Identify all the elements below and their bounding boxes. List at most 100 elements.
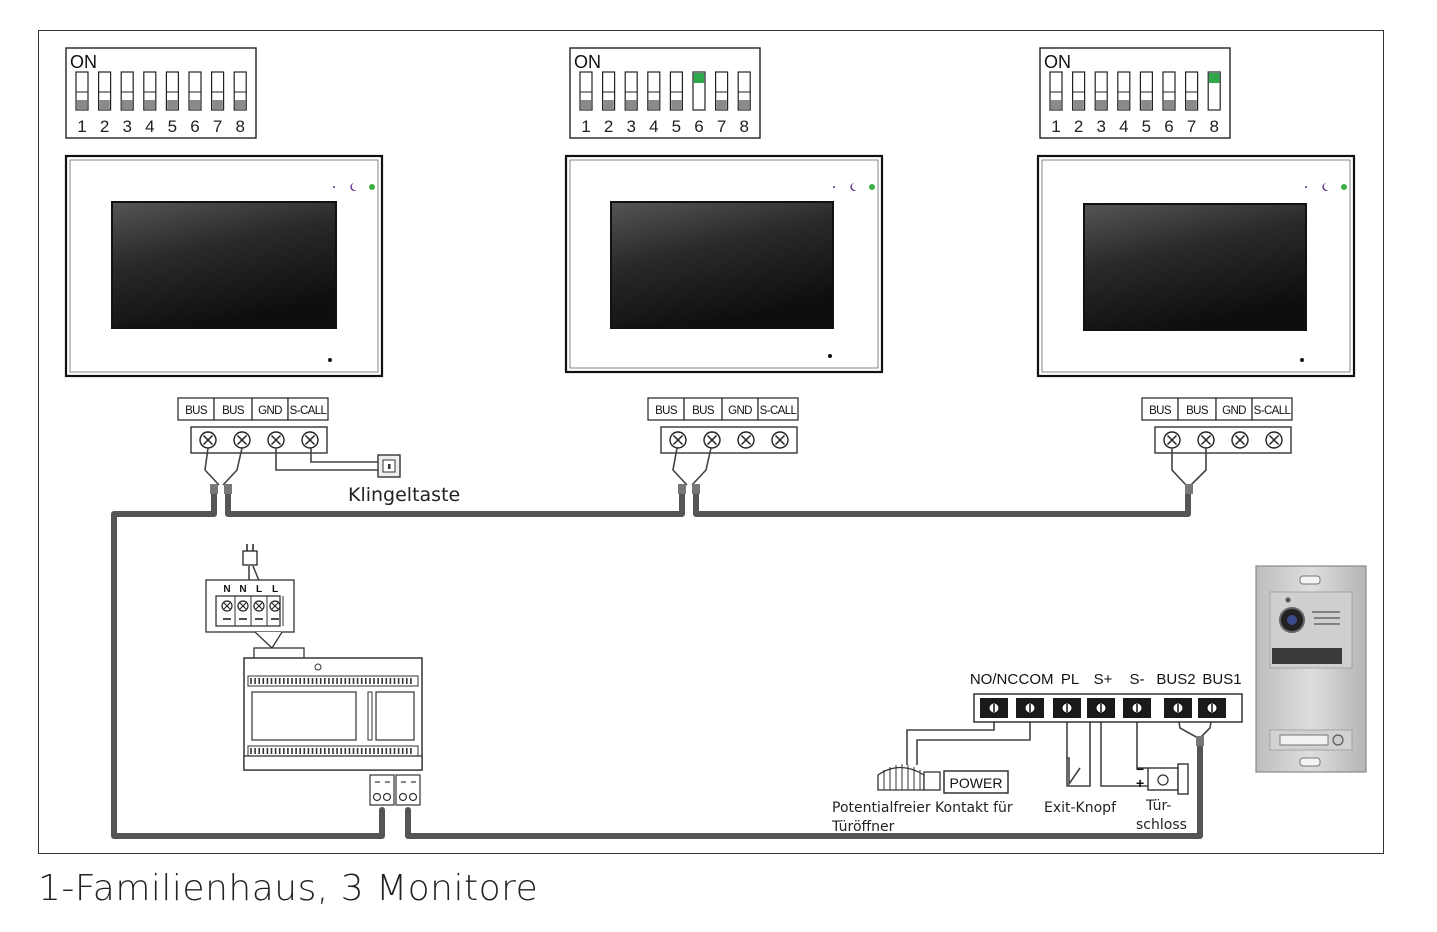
terminal-label: GND <box>258 405 282 417</box>
wire-ferrules <box>210 484 1204 746</box>
power-box: POWER <box>943 770 1009 794</box>
bus-wiring <box>111 490 1203 839</box>
terminal-label: GND <box>1222 405 1246 417</box>
monitor-3 <box>1036 154 1356 378</box>
moon-icon <box>850 183 857 191</box>
bell-button-icon <box>377 454 401 478</box>
dip-number: 3 <box>122 117 131 136</box>
dip-number: 2 <box>100 117 109 136</box>
dip-number: 6 <box>190 117 199 136</box>
dip-number: 8 <box>235 117 244 136</box>
dip-number: 5 <box>672 117 681 136</box>
dip-on-label: ON <box>70 52 97 72</box>
door-terminal-label: COM <box>1019 671 1054 688</box>
door-lock-label-line1: Tür- <box>1145 798 1171 814</box>
terminal-label: BUS <box>185 405 208 417</box>
mains-terminal-label: L <box>256 584 262 595</box>
terminal-label: S-CALL <box>760 405 798 417</box>
dip-switch-2: 2 <box>97 71 112 136</box>
lock-plus: + <box>1136 775 1144 791</box>
potential-free-contact-icon <box>877 764 941 791</box>
dip-number: 7 <box>717 117 726 136</box>
dip-number: 3 <box>1096 117 1105 136</box>
monitor-2-terminals: BUS BUS GND S-CALL <box>647 397 799 454</box>
door-terminal-label: BUS2 <box>1156 671 1195 688</box>
terminal-label: GND <box>728 405 752 417</box>
monitor-screen <box>111 201 337 329</box>
dip-number: 6 <box>1164 117 1173 136</box>
dip-number: 5 <box>168 117 177 136</box>
door-terminal-label: PL <box>1061 671 1079 688</box>
dip-number: 1 <box>1051 117 1060 136</box>
moon-icon <box>1322 183 1329 191</box>
dip-switch-5: 5 <box>165 71 179 136</box>
dip-switch-4: 4 <box>1117 71 1131 136</box>
terminal-label: S-CALL <box>290 405 328 417</box>
door-station-panel <box>1255 565 1367 773</box>
terminal-label: BUS <box>1186 405 1209 417</box>
dip-number: 2 <box>604 117 613 136</box>
monitor-screen <box>610 201 834 329</box>
dip-number: 4 <box>145 117 154 136</box>
mains-terminal-label: L <box>272 584 278 595</box>
dip-switch-3: 3 <box>120 71 134 136</box>
dip-number: 5 <box>1142 117 1151 136</box>
dip-switch-7: 7 <box>211 71 225 136</box>
contact-label-line1: Potentialfreier Kontakt für <box>832 800 1013 816</box>
status-led-icon <box>369 184 375 190</box>
dip-on-label: ON <box>1044 52 1071 72</box>
dip-number: 8 <box>739 117 748 136</box>
status-led-icon <box>1341 184 1347 190</box>
dip-number: 8 <box>1209 117 1218 136</box>
terminal-label: BUS <box>1149 405 1172 417</box>
monitor-1 <box>64 154 384 378</box>
dip-switch-8: 8 <box>233 71 247 136</box>
dip-switch-5: 5 <box>669 71 684 136</box>
dip-switch-6: 6 <box>188 71 202 136</box>
mains-terminal-label: N <box>223 584 230 595</box>
dip-switch-3: 3 <box>624 71 638 136</box>
dip-switch-3: 3 <box>1094 71 1108 136</box>
dip-number: 4 <box>1119 117 1128 136</box>
dip-switch-7: 7 <box>1184 71 1199 136</box>
door-lock-label-line2: schloss <box>1136 817 1187 833</box>
dip-number: 2 <box>1074 117 1083 136</box>
dip-switch-1: 1 <box>1049 71 1063 136</box>
contact-label-line2: Türöffner <box>831 819 895 835</box>
dip-number: 1 <box>77 117 86 136</box>
diagram-frame <box>38 30 1384 854</box>
dip-switch-1: 1 <box>75 71 89 136</box>
dip-switch-2: 2 <box>1071 71 1086 136</box>
monitor-screen <box>1083 203 1307 331</box>
dip-switch-5: 5 <box>1139 71 1154 136</box>
dip-number: 3 <box>626 117 635 136</box>
lock-minus: − <box>1136 761 1144 777</box>
dip-switch-6: 6 <box>692 71 706 136</box>
dip-number: 7 <box>213 117 222 136</box>
mains-plug-icon <box>242 544 258 566</box>
terminal-label: BUS <box>655 405 678 417</box>
fine-wiring <box>204 447 1213 787</box>
mains-terminal-label: N <box>239 584 246 595</box>
door-terminal-label: NO/NC <box>970 671 1019 688</box>
power-box-label: POWER <box>950 775 1003 791</box>
dip-switch-6: 6 <box>1162 71 1176 136</box>
moon-icon <box>350 183 357 191</box>
dip-number: 6 <box>694 117 703 136</box>
door-terminal-label: S- <box>1130 671 1145 688</box>
dip-number: 7 <box>1187 117 1196 136</box>
terminal-label: BUS <box>692 405 715 417</box>
door-lock-icon: + − <box>1136 761 1189 795</box>
dip-number: 1 <box>581 117 590 136</box>
door-terminal-label: BUS1 <box>1202 671 1241 688</box>
dip-switch-8: 8 <box>737 71 751 136</box>
status-led-icon <box>869 184 875 190</box>
diagram-caption: 1-Familienhaus, 3 Monitore <box>38 868 539 909</box>
